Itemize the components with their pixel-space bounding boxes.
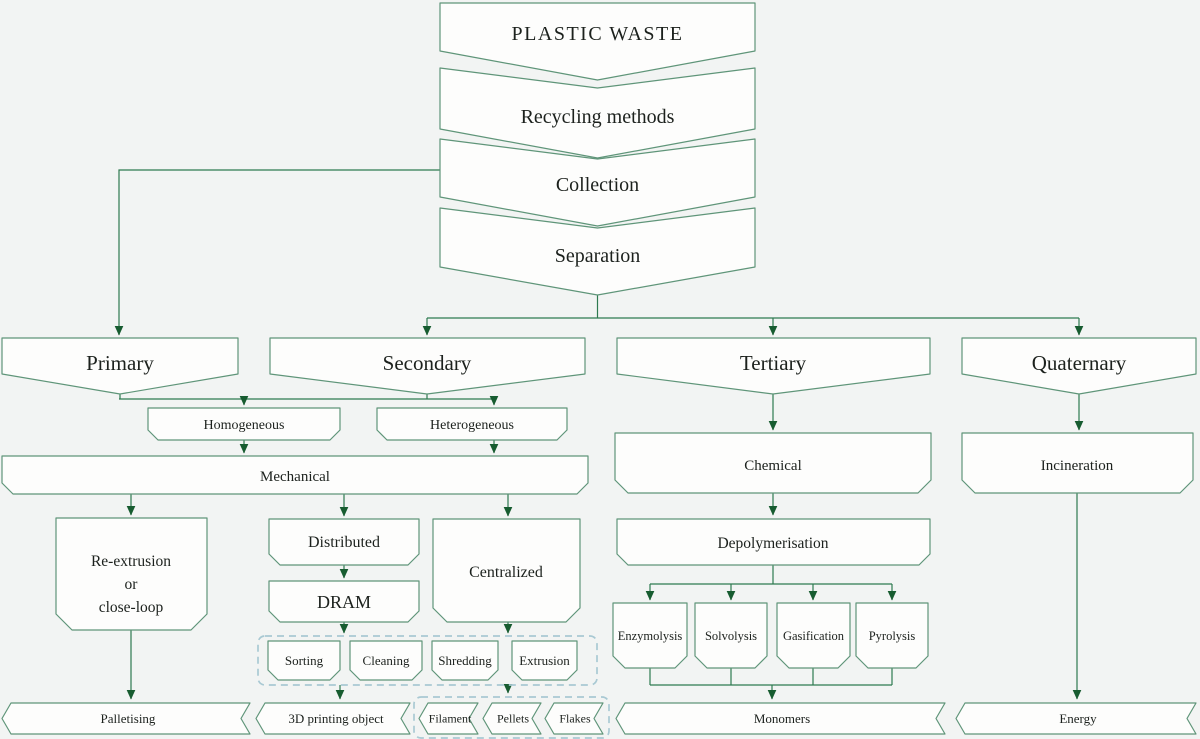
label-energy: Energy <box>1059 711 1097 726</box>
label-chemical: Chemical <box>744 458 801 474</box>
label-pyrolysis: Pyrolysis <box>869 629 916 643</box>
node-enzymolysis <box>612 602 688 669</box>
label-quaternary: Quaternary <box>1032 351 1127 375</box>
node-secondary <box>269 337 586 395</box>
label-distributed: Distributed <box>308 534 380 551</box>
node-solvolysis <box>694 602 768 669</box>
banner-separation <box>439 207 756 296</box>
node-re-extrusion <box>55 517 208 631</box>
label-re-extrusion-line3: close-loop <box>99 599 164 616</box>
banner-flakes <box>544 702 604 735</box>
label-collection: Collection <box>556 174 639 196</box>
label-homogeneous: Homogeneous <box>204 418 285 433</box>
label-enzymolysis: Enzymolysis <box>618 629 683 643</box>
label-monomers: Monomers <box>754 711 810 726</box>
node-extrusion <box>511 640 578 681</box>
label-depolymerisation: Depolymerisation <box>717 535 828 552</box>
node-primary <box>1 337 239 395</box>
label-sorting: Sorting <box>285 653 324 668</box>
connector-collection-to-primary <box>114 169 440 336</box>
label-gasification: Gasification <box>783 629 845 643</box>
banner-plastic-waste <box>439 2 756 81</box>
banner-printing-object <box>255 702 411 735</box>
node-depolymerisation <box>616 518 931 566</box>
process-steps-group-border <box>257 635 598 686</box>
output-row: Palletising 3D printing object Filament … <box>1 696 1197 739</box>
banner-collection <box>439 138 756 227</box>
chemical-branch: Chemical Depolymerisation Enzymolysis So… <box>612 432 932 669</box>
label-dram: DRAM <box>317 592 371 612</box>
label-solvolysis: Solvolysis <box>705 629 757 643</box>
label-incineration: Incineration <box>1041 458 1114 474</box>
node-heterogeneous <box>376 407 568 441</box>
filament-group-border <box>413 696 610 739</box>
label-mechanical: Mechanical <box>260 469 330 485</box>
label-printing-object: 3D printing object <box>288 711 384 726</box>
label-extrusion: Extrusion <box>519 653 570 668</box>
banner-monomers <box>615 702 946 735</box>
label-plastic-waste: PLASTIC WASTE <box>512 23 684 45</box>
label-centralized: Centralized <box>469 564 543 581</box>
node-incineration <box>961 432 1194 494</box>
node-centralized <box>432 518 581 623</box>
node-pyrolysis <box>855 602 929 669</box>
label-recycling-methods: Recycling methods <box>521 106 675 128</box>
label-heterogeneous: Heterogeneous <box>430 418 514 433</box>
label-pellets: Pellets <box>497 712 529 726</box>
label-cleaning: Cleaning <box>363 653 410 668</box>
label-re-extrusion-line1: Re-extrusion <box>91 553 171 570</box>
connectors <box>114 169 1084 700</box>
label-tertiary: Tertiary <box>740 351 807 375</box>
incineration-branch: Incineration <box>961 432 1194 494</box>
banner-palletising <box>1 702 251 735</box>
node-quaternary <box>961 337 1197 395</box>
label-palletising: Palletising <box>101 711 156 726</box>
category-row: Primary Secondary Tertiary Quaternary <box>1 337 1197 395</box>
node-chemical <box>614 432 932 494</box>
label-separation: Separation <box>555 245 641 267</box>
node-distributed <box>268 518 420 566</box>
node-homogeneous <box>147 407 341 441</box>
node-dram <box>268 580 420 623</box>
label-primary: Primary <box>86 351 154 375</box>
funnel-banners: PLASTIC WASTE Recycling methods Collecti… <box>439 2 756 296</box>
node-cleaning <box>349 640 423 681</box>
label-secondary: Secondary <box>383 351 472 375</box>
node-tertiary <box>616 337 931 395</box>
node-sorting <box>267 640 341 681</box>
banner-recycling-methods <box>439 67 756 159</box>
label-re-extrusion-line2: or <box>125 576 139 593</box>
banner-pellets <box>482 702 542 735</box>
label-shredding: Shredding <box>438 653 492 668</box>
banner-energy <box>955 702 1197 735</box>
banner-filament <box>418 702 479 735</box>
node-gasification <box>776 602 851 669</box>
label-filament: Filament <box>429 712 472 726</box>
node-shredding <box>431 640 499 681</box>
label-flakes: Flakes <box>559 712 591 726</box>
mechanical-branch: Homogeneous Heterogeneous Mechanical Re-… <box>1 407 598 686</box>
node-mechanical <box>1 455 589 495</box>
